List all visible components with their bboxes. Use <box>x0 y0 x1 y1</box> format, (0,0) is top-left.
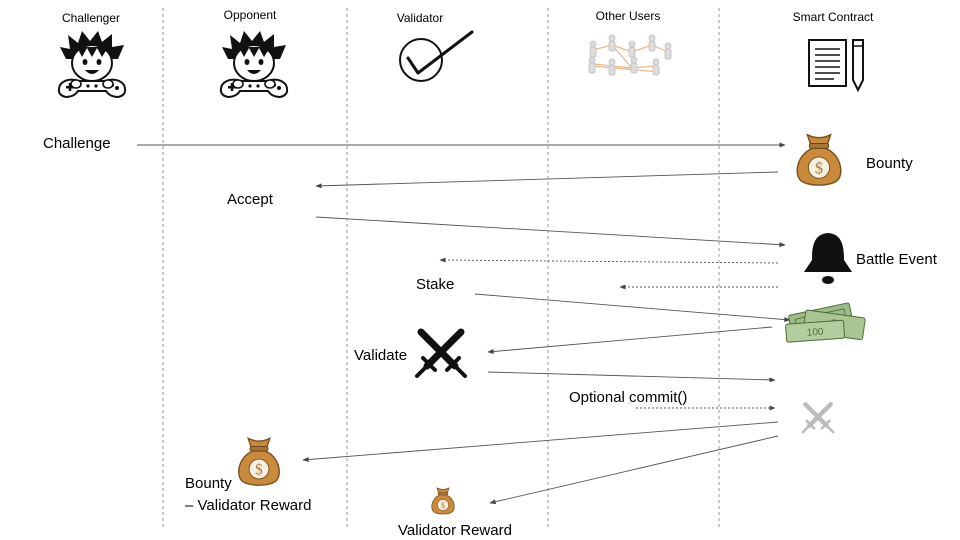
payout-money-bag-icon <box>237 437 281 487</box>
bell-icon <box>804 233 852 284</box>
bounty-money-bag-icon <box>796 133 842 187</box>
messages <box>137 142 791 505</box>
cash-stack-icon: 100 <box>785 302 866 343</box>
label-challenge: Challenge <box>43 135 111 152</box>
user-network-icon <box>588 34 672 76</box>
arrow-event-to-validator <box>439 257 779 264</box>
arrow-stake <box>474 293 791 323</box>
challenger-gamer-icon <box>57 29 127 99</box>
validator-reward-money-bag-icon <box>431 487 455 515</box>
lifelines <box>162 8 720 528</box>
document-pencil-icon <box>808 39 864 93</box>
header-other-users: Other Users <box>595 9 661 23</box>
arrow-validate <box>487 371 776 383</box>
label-bounty-line2: – Validator Reward <box>185 497 312 514</box>
header-validator: Validator <box>396 11 444 25</box>
validate-crossed-swords-icon <box>417 332 465 376</box>
label-validator-reward: Validator Reward <box>398 522 512 539</box>
label-stake: Stake <box>416 276 455 293</box>
header-smart-contract: Smart Contract <box>792 10 874 24</box>
label-battle-event: Battle Event <box>856 251 937 268</box>
svg-text:100: 100 <box>806 327 824 339</box>
arrow-accept <box>315 216 786 248</box>
validator-checkmark-icon <box>399 30 474 82</box>
label-optional-commit: Optional commit() <box>569 389 688 406</box>
arrow-to-validate <box>487 326 773 355</box>
arrow-bounty-payout <box>302 421 779 463</box>
label-bounty: Bounty <box>866 155 913 172</box>
header-challenger: Challenger <box>61 11 121 25</box>
arrow-validator-reward <box>489 435 779 505</box>
label-accept: Accept <box>227 191 273 208</box>
arrow-bounty-to-opponent <box>315 171 779 189</box>
commit-crossed-swords-icon <box>803 404 833 432</box>
opponent-gamer-icon <box>219 29 289 99</box>
label-bounty-line1: Bounty <box>185 475 232 492</box>
label-validate: Validate <box>354 347 408 364</box>
header-opponent: Opponent <box>223 8 277 22</box>
